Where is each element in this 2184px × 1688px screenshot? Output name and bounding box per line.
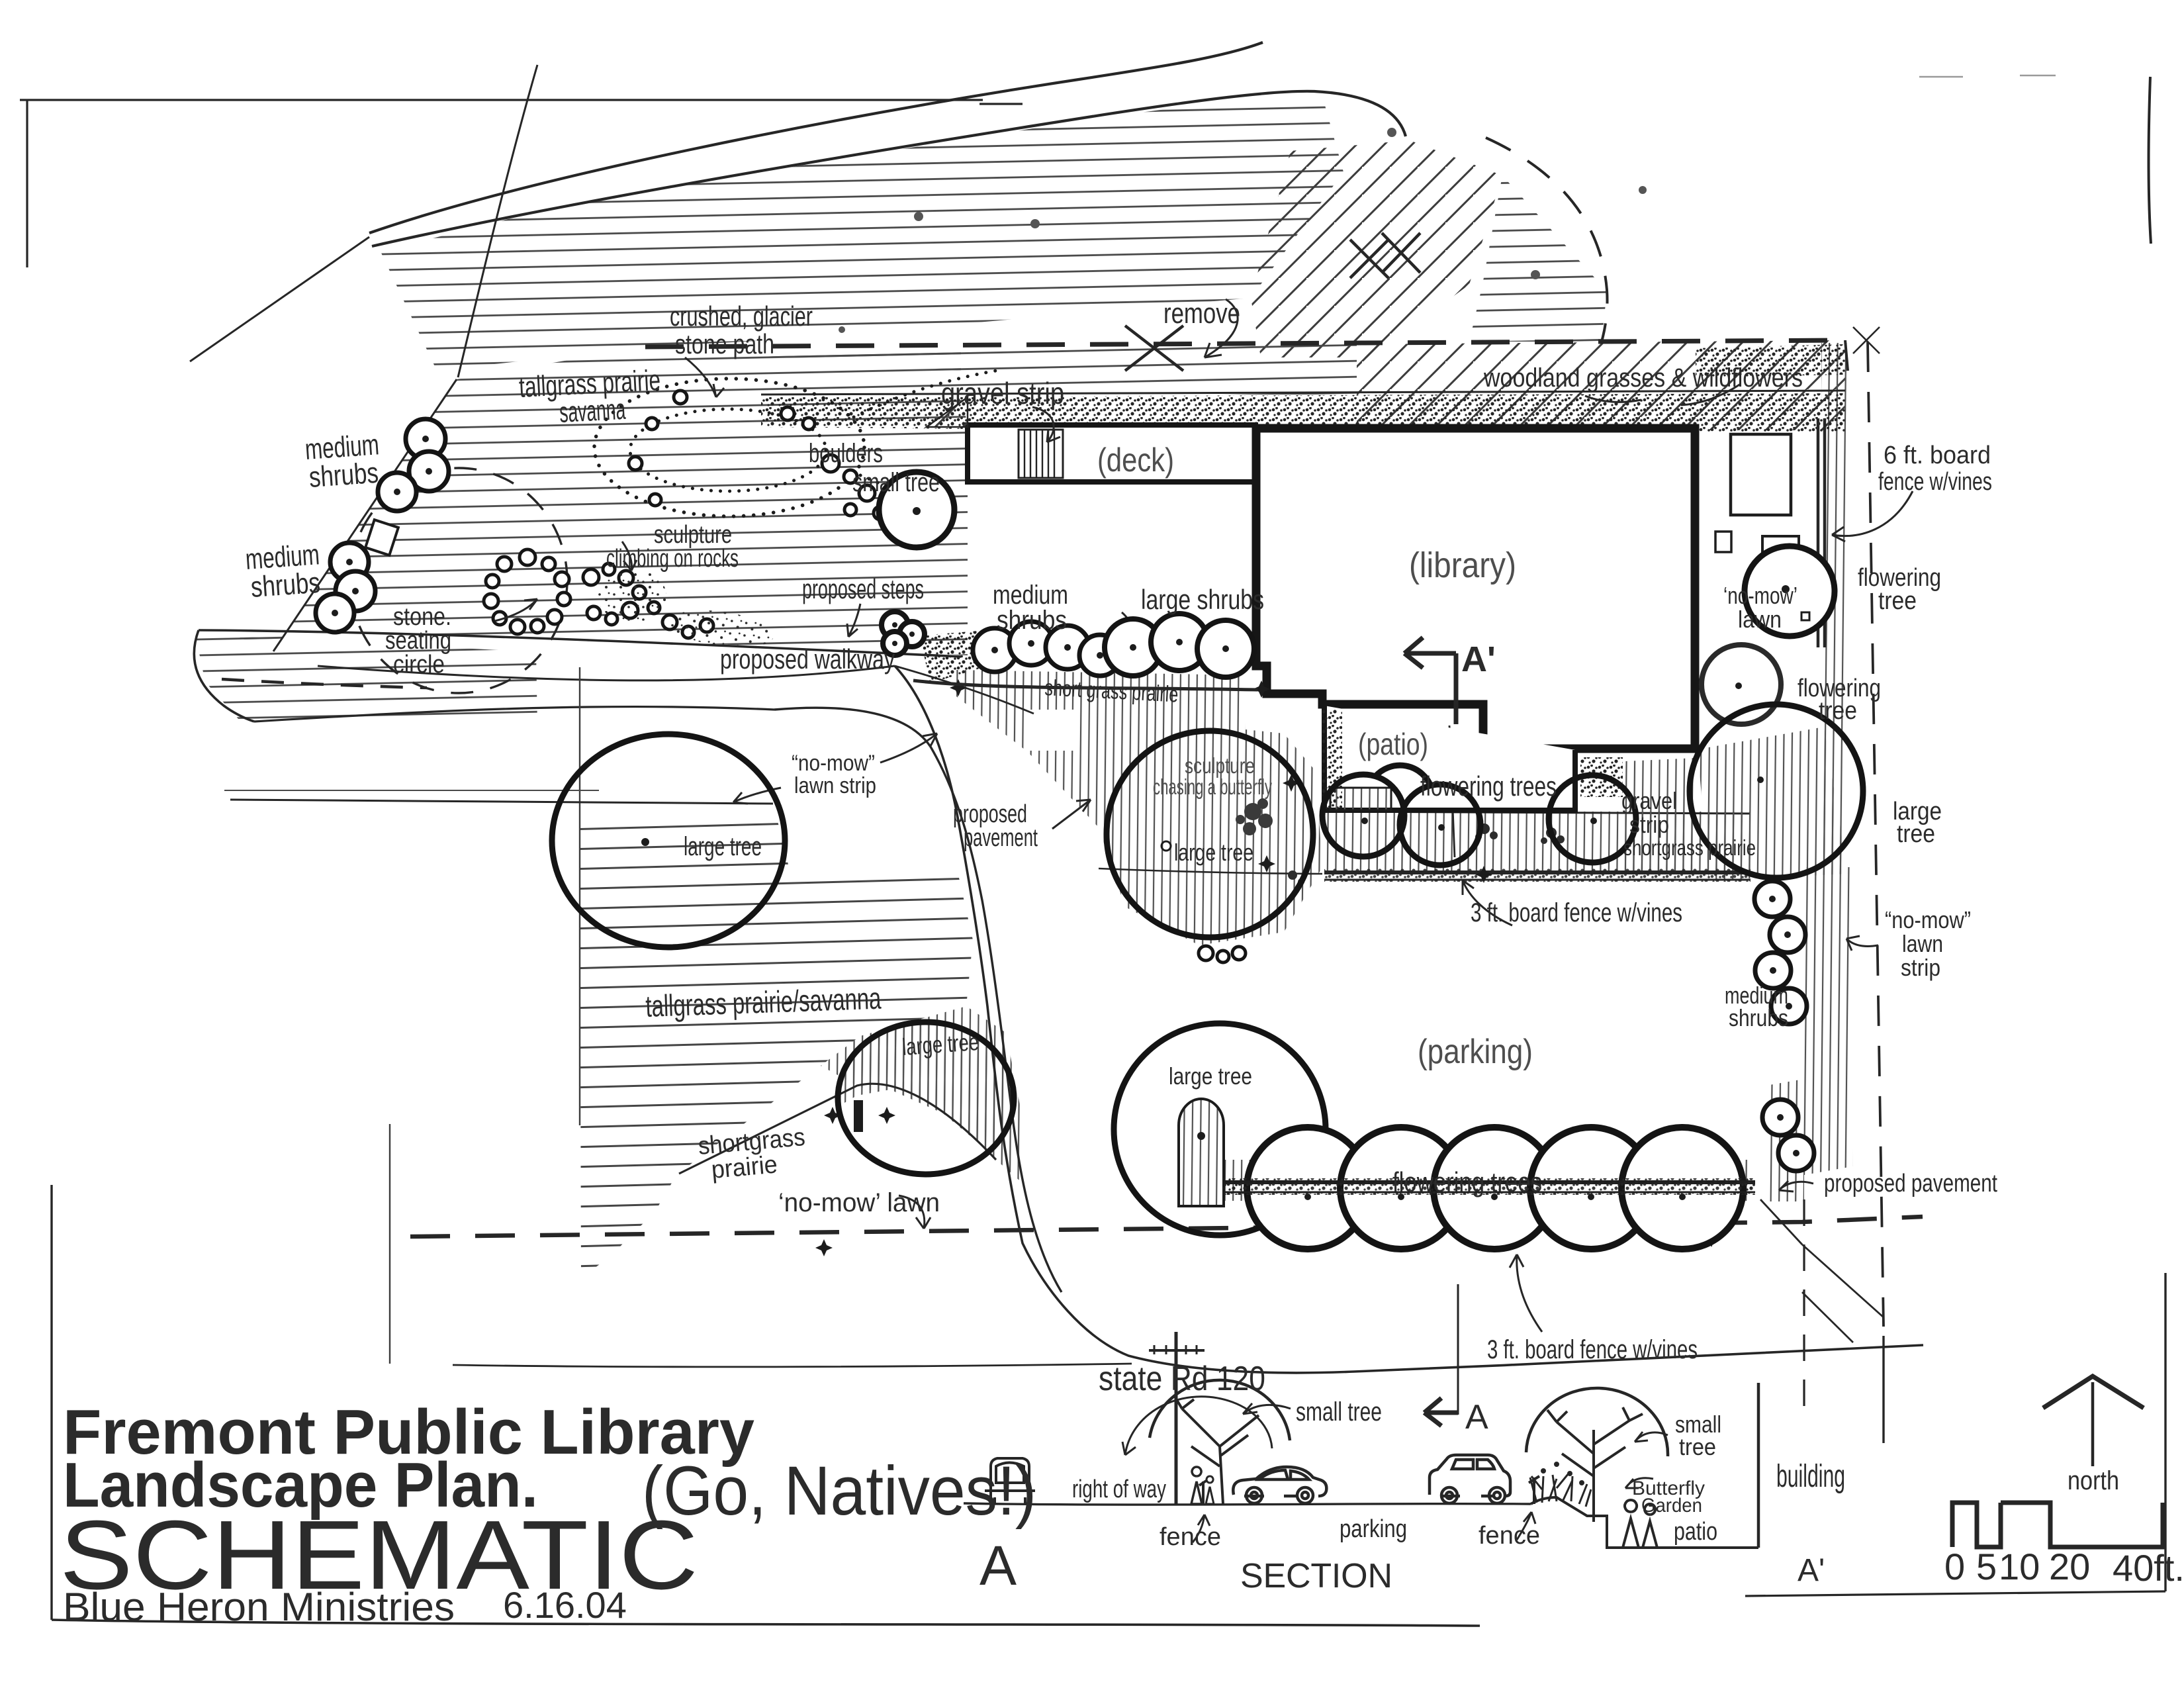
svg-text:shortgrass prairie: shortgrass prairie [1623,835,1756,860]
svg-text:large tree: large tree [1174,839,1253,866]
svg-text:small tree: small tree [852,468,940,497]
svg-text:right of way: right of way [1072,1476,1166,1503]
svg-text:(parking): (parking) [1418,1033,1533,1071]
svg-text:tree: tree [1878,587,1917,615]
svg-text:flowering: flowering [1797,675,1881,702]
svg-text:fence: fence [1160,1523,1221,1551]
svg-text:tree: tree [1679,1433,1716,1460]
svg-text:fence: fence [1479,1522,1540,1550]
svg-text:“no-mow”: “no-mow” [1885,906,1971,933]
svg-text:(Go, Natives!): (Go, Natives!) [642,1452,1036,1530]
svg-text:crushed, glacier: crushed, glacier [670,301,813,332]
svg-text:lawn: lawn [1902,930,1943,957]
svg-text:large tree: large tree [1169,1062,1252,1090]
svg-text:proposed walkway: proposed walkway [720,643,895,675]
svg-text:6.16.04: 6.16.04 [503,1584,627,1626]
svg-text:savanna: savanna [559,393,627,429]
svg-text:seating: seating [385,627,451,655]
svg-text:large: large [1893,798,1942,825]
svg-text:medium: medium [244,538,320,576]
svg-text:tree: tree [1897,820,1935,848]
svg-text:‘no-mow’: ‘no-mow’ [1723,582,1797,609]
svg-text:gravel: gravel [1621,787,1677,814]
svg-text:(library): (library) [1409,545,1516,585]
svg-text:proposed steps: proposed steps [802,573,924,604]
svg-text:proposed pavement: proposed pavement [1824,1170,1997,1197]
svg-text:boulders: boulders [809,439,883,468]
svg-text:3 ft. board fence w/vines: 3 ft. board fence w/vines [1487,1335,1698,1364]
svg-text:tallgrass prairie/savanna: tallgrass prairie/savanna [645,981,882,1023]
svg-text:circle: circle [393,651,445,679]
svg-text:Aʹ: Aʹ [1797,1553,1825,1588]
svg-text:gravel strip: gravel strip [941,376,1064,410]
svg-text:Aʹ: Aʹ [1461,639,1496,679]
svg-text:strip: strip [1901,954,1940,981]
svg-text:tallgrass prairie: tallgrass prairie [518,364,661,404]
svg-text:Butterfly: Butterfly [1632,1477,1705,1499]
svg-text:proposed: proposed [953,800,1027,828]
svg-text:small tree: small tree [1296,1397,1382,1427]
svg-text:5: 5 [1976,1546,1997,1587]
svg-text:(patio): (patio) [1358,727,1428,761]
svg-text:6 ft. board: 6 ft. board [1884,442,1991,469]
svg-text:SCHEMATIC: SCHEMATIC [60,1501,698,1610]
svg-text:shrubs: shrubs [308,457,379,494]
svg-text:parking: parking [1340,1515,1407,1543]
svg-text:A: A [1465,1398,1488,1436]
svg-text:building: building [1776,1459,1845,1494]
svg-text:3 ft. board fence w/vines: 3 ft. board fence w/vines [1471,898,1682,927]
svg-text:flowering trees: flowering trees [1392,1166,1542,1197]
svg-text:0: 0 [1944,1546,1965,1587]
svg-text:SECTION: SECTION [1240,1557,1398,1595]
svg-text:sculpture: sculpture [654,521,732,549]
svg-text:pavement: pavement [964,824,1038,852]
svg-text:strip: strip [1629,811,1669,838]
svg-text:small: small [1675,1411,1721,1438]
svg-text:medium: medium [304,428,380,466]
svg-text:shrubs: shrubs [1729,1004,1788,1031]
svg-text:prairie: prairie [710,1150,778,1184]
svg-text:fence w/vines: fence w/vines [1878,468,1992,496]
svg-text:lawn strip: lawn strip [794,773,876,798]
svg-text:flowering: flowering [1858,564,1941,592]
svg-text:climbing on rocks: climbing on rocks [606,545,739,573]
svg-text:40ft.: 40ft. [2113,1547,2184,1589]
svg-text:A: A [979,1534,1017,1597]
svg-text:shrubs: shrubs [997,606,1067,635]
svg-text:state Rd 120: state Rd 120 [1099,1360,1265,1398]
svg-text:20: 20 [2049,1546,2090,1587]
svg-text:“no-mow”: “no-mow” [792,751,875,776]
svg-text:patio: patio [1674,1518,1717,1546]
svg-text:Garden: Garden [1641,1495,1702,1517]
svg-text:remove: remove [1163,297,1240,330]
svg-text:sculpture: sculpture [1185,753,1255,778]
svg-text:woodland grasses & wildflowers: woodland grasses & wildflowers [1483,363,1803,393]
svg-text:stone.: stone. [393,603,451,631]
svg-text:medium: medium [1725,982,1788,1009]
svg-text:‘no-mow’ lawn: ‘no-mow’ lawn [778,1188,940,1217]
svg-text:10: 10 [1999,1546,2040,1587]
svg-text:(deck): (deck) [1097,442,1174,479]
svg-text:Fremont Public Library: Fremont Public Library [63,1397,754,1468]
svg-text:chasing a butterfly: chasing a butterfly [1153,774,1272,799]
svg-text:Blue Heron Ministries: Blue Heron Ministries [63,1585,455,1629]
svg-text:Landscape Plan.: Landscape Plan. [63,1450,538,1521]
svg-text:shrubs: shrubs [250,567,321,604]
svg-text:medium: medium [993,581,1068,610]
svg-text:large tree: large tree [901,1028,980,1060]
svg-text:large tree: large tree [684,832,762,861]
svg-text:lawn: lawn [1738,606,1782,633]
svg-text:stone path: stone path [675,328,774,359]
svg-text:north: north [2068,1466,2119,1495]
svg-text:large shrubs: large shrubs [1141,584,1264,615]
svg-text:flowering trees: flowering trees [1420,771,1557,802]
svg-text:tree: tree [1819,697,1857,725]
